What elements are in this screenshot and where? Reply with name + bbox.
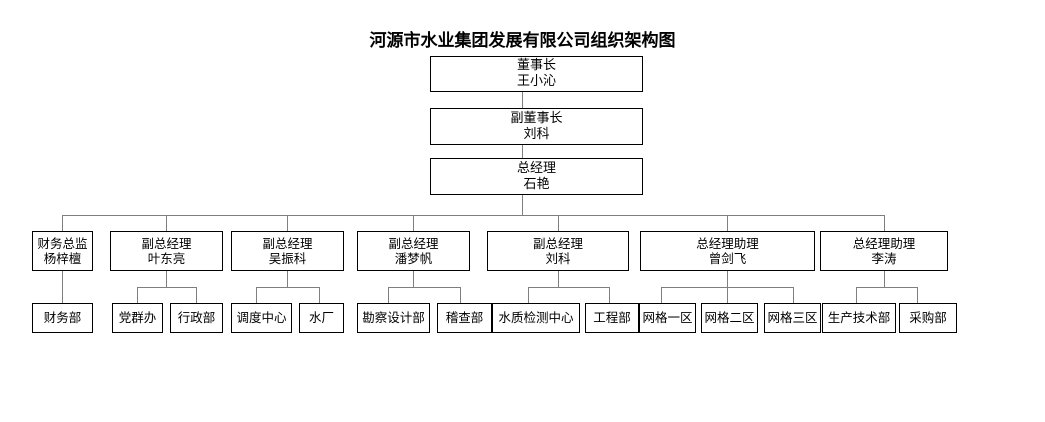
node-manager-li-tao[interactable]: 总经理助理 李涛 (820, 231, 948, 271)
connector-m4-child-2 (460, 287, 461, 303)
node-manager-pan-mengfan[interactable]: 副总经理 潘梦帆 (357, 231, 470, 271)
connector-m3-child-2 (319, 287, 320, 303)
connector-bus-managers (62, 215, 885, 216)
connector-m5-drop (558, 271, 559, 287)
node-name: 刘科 (545, 251, 571, 266)
node-title: 副总经理 (388, 235, 439, 251)
connector-m5-child-2 (609, 287, 610, 303)
connector-drop-manager-3 (287, 215, 288, 231)
node-title: 董事长 (516, 58, 556, 74)
node-manager-wu-zhenke[interactable]: 副总经理 吴振科 (231, 231, 344, 271)
node-title: 稽查部 (445, 310, 484, 326)
page-title: 河源市水业集团发展有限公司组织架构图 (369, 31, 676, 51)
node-name: 曾剑飞 (708, 251, 747, 266)
connector-drop-manager-4 (413, 215, 414, 231)
node-department-water-quality-center[interactable]: 水质检测中心 (492, 303, 580, 333)
node-title: 副总经理 (532, 235, 583, 251)
node-department-finance[interactable]: 财务部 (32, 303, 93, 333)
node-title: 勘察设计部 (362, 310, 425, 326)
node-department-engineering[interactable]: 工程部 (585, 303, 639, 333)
connector-m3-drop (287, 271, 288, 287)
connector-chairman-vicechairman (522, 92, 523, 109)
connector-m3-child-1 (256, 287, 257, 303)
node-vice-chairman[interactable]: 副董事长 刘科 (430, 108, 643, 145)
node-title: 工程部 (593, 310, 631, 326)
node-department-dispatch-center[interactable]: 调度中心 (231, 303, 292, 333)
connector-m6-child-1 (661, 287, 662, 303)
node-title: 副总经理 (262, 235, 313, 251)
node-title: 副总经理 (141, 235, 192, 251)
connector-m4-bus (388, 287, 460, 288)
node-title: 采购部 (909, 310, 947, 326)
node-department-survey-design[interactable]: 勘察设计部 (357, 303, 430, 333)
node-title: 网格二区 (704, 310, 755, 326)
node-department-production-technology[interactable]: 生产技术部 (822, 303, 896, 333)
node-department-administration[interactable]: 行政部 (170, 303, 223, 333)
node-manager-ye-dongliang[interactable]: 副总经理 叶东亮 (110, 231, 223, 271)
connector-m1-d1 (62, 271, 63, 303)
node-manager-finance-director[interactable]: 财务总监 杨梓檀 (32, 231, 93, 271)
node-department-grid-zone-2[interactable]: 网格二区 (701, 303, 758, 333)
connector-m4-drop (413, 271, 414, 287)
node-chairman[interactable]: 董事长 王小沁 (430, 56, 643, 92)
connector-drop-manager-6 (727, 215, 728, 231)
connector-m2-child-1 (137, 287, 138, 303)
connector-gm-drop (522, 195, 523, 215)
connector-vicechairman-gm (522, 145, 523, 159)
node-title: 网格一区 (642, 310, 693, 326)
node-title: 生产技术部 (827, 310, 891, 326)
node-title: 副董事长 (510, 110, 563, 126)
node-name: 王小沁 (516, 74, 556, 89)
connector-m7-drop (884, 271, 885, 287)
node-department-water-plant[interactable]: 水厂 (299, 303, 344, 333)
node-title: 党群办 (118, 310, 157, 326)
node-title: 水质检测中心 (498, 310, 574, 326)
node-department-grid-zone-1[interactable]: 网格一区 (639, 303, 696, 333)
connector-m5-child-1 (528, 287, 529, 303)
node-name: 刘科 (523, 126, 550, 142)
node-title: 总经理 (516, 160, 556, 176)
connector-m6-child-3 (793, 287, 794, 303)
connector-m7-bus (856, 287, 917, 288)
node-title: 财务部 (43, 310, 82, 326)
node-title: 总经理助理 (852, 235, 916, 251)
connector-m7-child-2 (917, 287, 918, 303)
node-name: 叶东亮 (147, 251, 186, 266)
node-manager-zeng-jianfei[interactable]: 总经理助理 曾剑飞 (640, 231, 815, 271)
node-name: 石艳 (523, 176, 550, 192)
connector-m2-bus (137, 287, 196, 288)
node-name: 潘梦帆 (394, 251, 433, 266)
node-name: 杨梓檀 (43, 251, 82, 266)
node-department-grid-zone-3[interactable]: 网格三区 (764, 303, 821, 333)
node-title: 网格三区 (767, 310, 818, 326)
node-name: 李涛 (871, 251, 897, 266)
connector-m6-child-2 (727, 287, 728, 303)
connector-m2-drop (166, 271, 167, 287)
node-manager-liu-ke[interactable]: 副总经理 刘科 (487, 231, 629, 271)
connector-m5-bus (528, 287, 609, 288)
node-department-party-affairs[interactable]: 党群办 (112, 303, 163, 333)
connector-drop-manager-7 (884, 215, 885, 231)
node-general-manager[interactable]: 总经理 石艳 (430, 158, 643, 195)
connector-m6-drop (727, 271, 728, 287)
connector-drop-manager-5 (558, 215, 559, 231)
node-title: 财务总监 (37, 235, 88, 251)
node-title: 水厂 (308, 310, 334, 326)
connector-m7-child-1 (856, 287, 857, 303)
node-title: 总经理助理 (696, 235, 759, 251)
node-title: 调度中心 (236, 310, 287, 326)
connector-m4-child-1 (388, 287, 389, 303)
connector-drop-manager-1 (62, 215, 63, 231)
node-department-inspection[interactable]: 稽查部 (437, 303, 492, 333)
connector-m3-bus (256, 287, 319, 288)
connector-m2-child-2 (196, 287, 197, 303)
node-department-procurement[interactable]: 采购部 (899, 303, 957, 333)
node-title: 行政部 (177, 310, 216, 326)
node-name: 吴振科 (268, 251, 307, 266)
connector-drop-manager-2 (166, 215, 167, 231)
